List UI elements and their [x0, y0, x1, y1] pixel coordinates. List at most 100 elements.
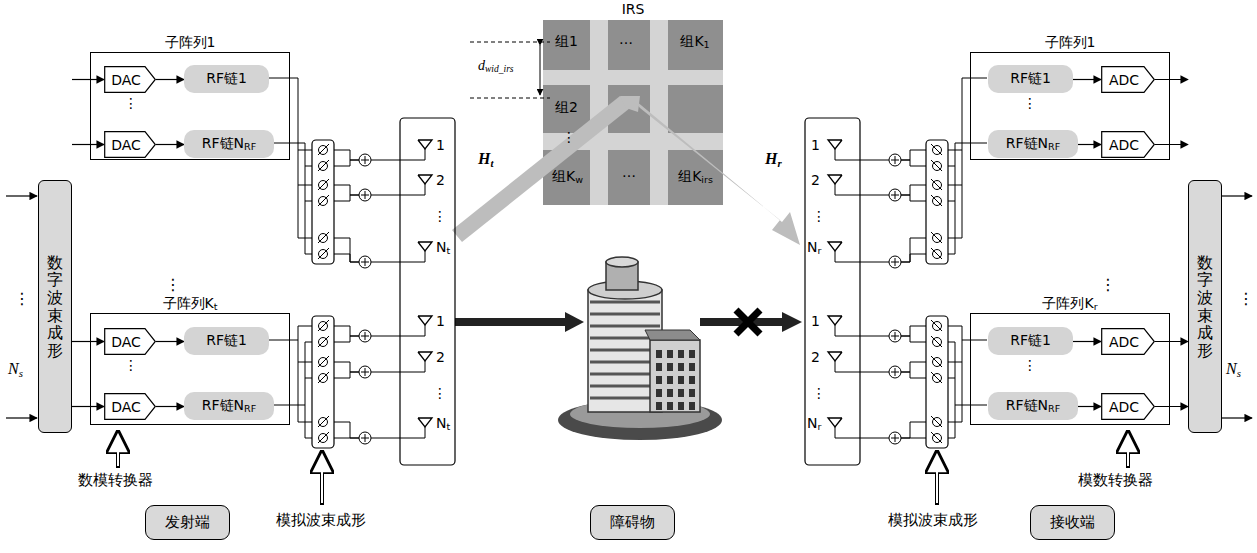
direct-path [455, 310, 802, 334]
signal-connector [156, 406, 184, 407]
line-stroke [268, 340, 298, 341]
floor-stripe [590, 325, 660, 328]
line-stroke [298, 78, 299, 238]
polyline-stroke [371, 250, 425, 262]
label-text: RF链NRF [1006, 135, 1060, 153]
adder [365, 368, 366, 376]
polyline-stroke [334, 185, 359, 195]
section-tag: 发射端 [145, 505, 230, 540]
polyline-stroke [835, 183, 889, 195]
diagram-label: Ns [1226, 360, 1241, 378]
label-text: ADC [1109, 72, 1139, 88]
adder [889, 154, 901, 166]
label-text: DAC [111, 334, 141, 350]
antenna [828, 242, 842, 251]
adder [889, 189, 901, 201]
line-stroke [305, 254, 312, 255]
subarray-box: 子阵列1DACRF链1DACRF链NRF [90, 52, 290, 160]
line-stroke [298, 326, 312, 327]
diagram-label: 1 [436, 138, 445, 153]
phase-shifter [318, 144, 329, 155]
window [689, 389, 695, 397]
converter-box: ADC [1101, 66, 1155, 93]
polyline-stroke [334, 150, 359, 160]
diagram-label: 2 [811, 173, 820, 188]
diagram-label: ⋮ [124, 96, 138, 111]
polyline-stroke [334, 238, 359, 262]
polyline-stroke [334, 438, 359, 439]
label-text: RF链1 [206, 332, 247, 350]
adder [359, 330, 371, 342]
polyline-stroke [835, 360, 889, 372]
converter-box: DAC [104, 131, 156, 158]
converter-outline [105, 132, 156, 158]
phase-shifter [931, 372, 942, 383]
diagram-label: 数模转换器 [78, 472, 153, 489]
line-stroke [305, 143, 306, 254]
label-text: DAC [111, 399, 141, 415]
phase-shifter [931, 195, 942, 206]
window [667, 350, 673, 358]
reflected-beam [452, 96, 800, 245]
phase-shifter [318, 179, 329, 190]
line-stroke [305, 342, 312, 343]
polyline-stroke [334, 195, 359, 201]
polyline-stroke [901, 238, 926, 262]
rf-chain-box: RF链NRF [184, 130, 274, 158]
label-text: ADC [1109, 137, 1139, 153]
diagram-label: ⋮ [14, 290, 30, 308]
label-text: RF链1 [206, 70, 247, 88]
irs-group: 组Kirs [668, 165, 723, 189]
line-stroke [955, 143, 987, 144]
label-text: 接收端 [1050, 513, 1095, 532]
panels [312, 118, 948, 465]
phase-shifter [318, 195, 329, 206]
label-text: RF链NRF [202, 397, 256, 415]
adder [895, 332, 896, 340]
phase-shifter [318, 432, 329, 443]
irs-elements [543, 20, 723, 205]
antenna [418, 352, 432, 361]
signal-connector [1078, 406, 1101, 407]
rf-chain-box: RF链NRF [184, 392, 274, 420]
diagram-label: Hr [765, 150, 782, 168]
diagram-label: ⋮ [1023, 358, 1037, 373]
irs-panel [543, 20, 723, 205]
rf-chain-box: RF链NRF [988, 392, 1078, 420]
antenna [418, 316, 432, 325]
signal-connector [72, 406, 104, 407]
antenna [828, 352, 842, 361]
converter-box: DAC [104, 393, 156, 420]
adder [895, 191, 896, 199]
line-stroke [268, 78, 298, 79]
rf-chain-box: RF链NRF [988, 130, 1078, 158]
label-text: ADC [1109, 334, 1139, 350]
diagram-label: 2 [436, 350, 445, 365]
label-text: 组K1 [680, 33, 709, 51]
rf-chain-box: RF链1 [988, 327, 1073, 355]
line-stroke [962, 326, 963, 422]
diagram-label: Ns [8, 360, 23, 378]
line-stroke [948, 326, 962, 327]
signal-connector [72, 144, 104, 145]
antenna [418, 140, 432, 149]
diagram-label: ⋮ [124, 358, 138, 373]
polyline-stroke [901, 438, 926, 439]
label-text: 组1 [555, 33, 578, 51]
floor-stripe [590, 313, 660, 316]
diagram-label: 1 [436, 314, 445, 329]
label-text: 障碍物 [610, 513, 655, 532]
diagram-label: 模拟波束成形 [888, 512, 978, 529]
adder [895, 434, 896, 442]
line-stroke [948, 378, 955, 379]
irs-group: 组K1 [670, 30, 720, 54]
adder [359, 432, 371, 444]
polyline-stroke [901, 336, 926, 342]
adder [359, 189, 371, 201]
label-text: 数字波束成形 [1197, 254, 1213, 360]
window [689, 376, 695, 384]
adder [365, 258, 366, 266]
signal-connector [156, 79, 184, 80]
diagram-label: ⋮ [1023, 96, 1037, 111]
diagram-label: Nt [436, 240, 450, 255]
